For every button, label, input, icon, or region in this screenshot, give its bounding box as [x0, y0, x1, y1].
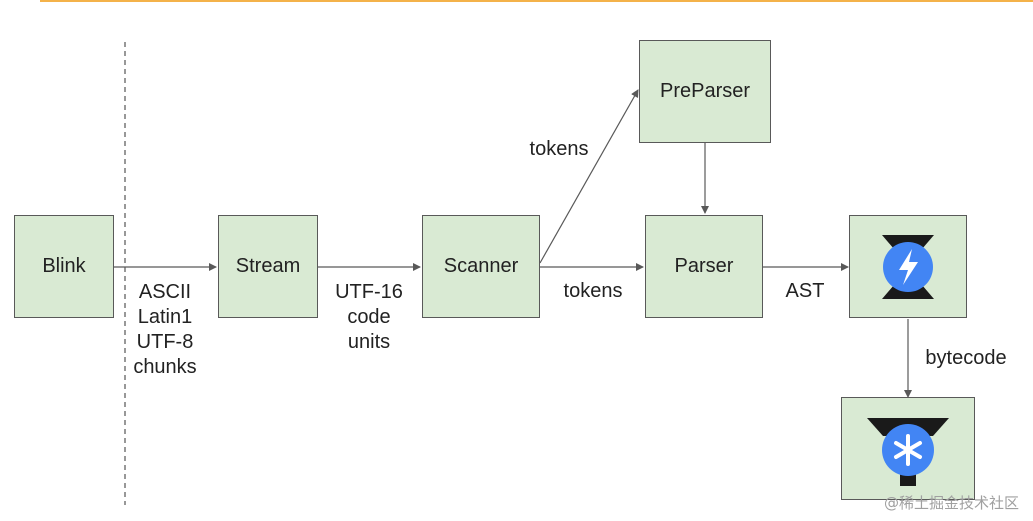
label-bytecode: bytecode — [925, 347, 1007, 369]
label-utf16: UTF-16 — [335, 281, 403, 303]
top-accent-rule — [40, 0, 1033, 2]
node-parser: Parser — [645, 215, 763, 318]
node-turbofan — [841, 397, 975, 500]
node-preparser: PreParser — [639, 40, 771, 143]
label-code: code — [347, 306, 391, 328]
label-blink-stream: ASCII Latin1 UTF-8 chunks — [120, 280, 210, 380]
label-ast: AST — [785, 280, 825, 302]
watermark: @稀土掘金技术社区 — [883, 494, 1019, 512]
node-blink: Blink — [14, 215, 114, 318]
label-latin1: Latin1 — [137, 306, 193, 328]
label-stream-scanner: UTF-16 code units — [322, 280, 416, 355]
edge-scanner-preparser — [539, 89, 639, 264]
label-chunks: chunks — [133, 356, 197, 378]
node-parser-label: Parser — [674, 255, 734, 277]
node-stream: Stream — [218, 215, 318, 318]
label-units: units — [347, 331, 391, 353]
node-preparser-label: PreParser — [659, 80, 751, 102]
label-tokens-parser: tokens — [563, 280, 623, 302]
turbofan-icon — [867, 417, 949, 486]
node-blink-label: Blink — [42, 255, 86, 277]
node-scanner: Scanner — [422, 215, 540, 318]
node-scanner-label: Scanner — [443, 255, 519, 277]
label-utf8: UTF-8 — [136, 331, 194, 353]
label-ascii: ASCII — [138, 281, 192, 303]
node-ignition — [849, 215, 967, 318]
label-tokens-preparser: tokens — [529, 138, 589, 160]
ignition-icon — [882, 234, 934, 299]
node-stream-label: Stream — [235, 255, 301, 277]
